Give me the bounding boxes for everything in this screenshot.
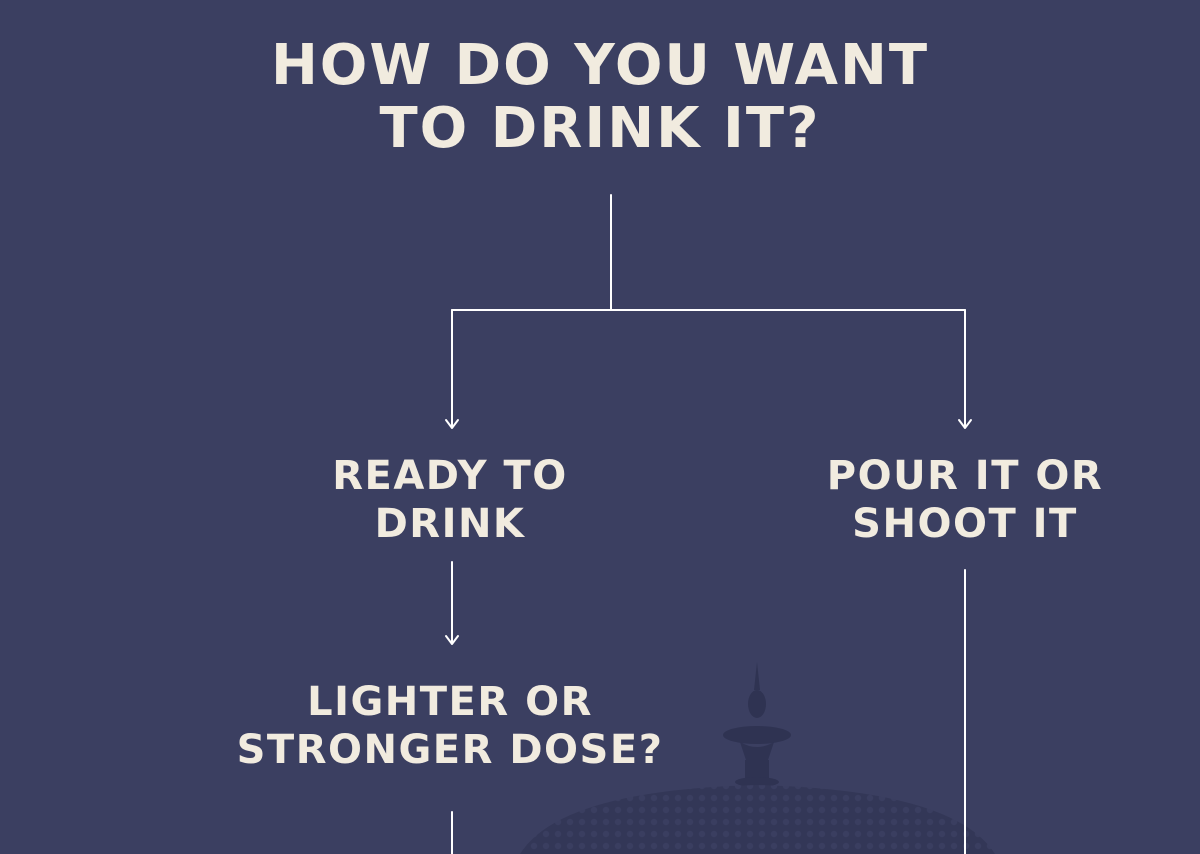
- node-lighter-or-stronger: LIGHTER OR STRONGER DOSE?: [220, 678, 680, 774]
- node-pour-or-shoot: POUR IT OR SHOOT IT: [815, 452, 1115, 548]
- node-pour-or-shoot-line-1: POUR IT OR: [826, 453, 1104, 499]
- node-pour-or-shoot-line-2: SHOOT IT: [852, 501, 1078, 547]
- arrow-head-dose: [445, 635, 459, 645]
- node-ready-to-drink: READY TO DRINK: [300, 452, 600, 548]
- arrow-head-pour: [958, 419, 972, 429]
- diagram-title-line-2: TO DRINK IT?: [379, 96, 821, 161]
- node-ready-to-drink-line-2: DRINK: [374, 501, 526, 547]
- diagram-title: HOW DO YOU WANT TO DRINK IT?: [260, 34, 940, 160]
- node-ready-to-drink-line-1: READY TO: [332, 453, 568, 499]
- node-lighter-or-stronger-line-2: STRONGER DOSE?: [236, 727, 664, 773]
- arrow-head-ready: [445, 419, 459, 429]
- node-lighter-or-stronger-line-1: LIGHTER OR: [307, 679, 593, 725]
- diagram-title-line-1: HOW DO YOU WANT: [270, 33, 930, 98]
